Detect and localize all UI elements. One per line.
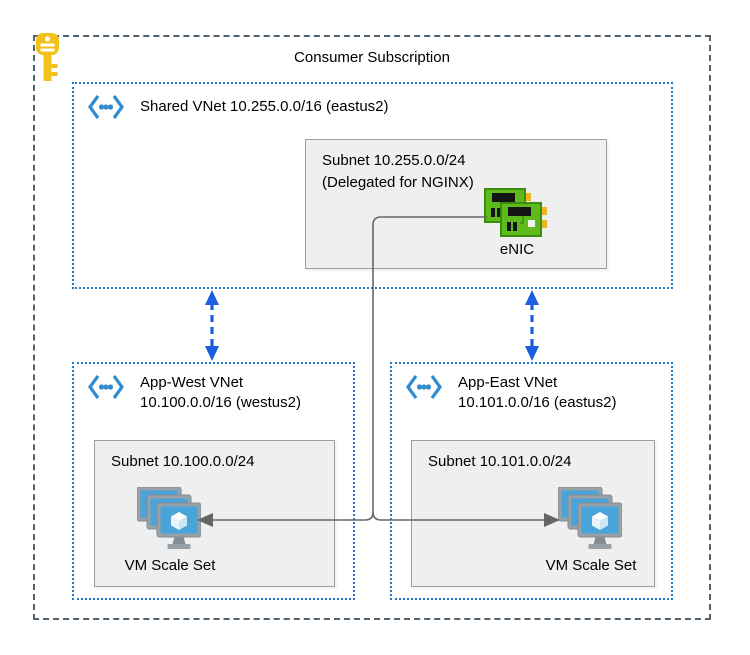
shared-vnet-label: Shared VNet 10.255.0.0/16 (eastus2) [140,98,389,115]
enic-label: eNIC [499,241,535,258]
nginx-subnet-label-line1: Subnet 10.255.0.0/24 [322,152,466,169]
vm-scale-set-label: VM Scale Set [545,557,637,574]
nginx-subnet-label: Subnet 10.255.0.0/24 (Delegated for NGIN… [322,150,474,194]
app-west-vnet-box: App-West VNet 10.100.0.0/16 (westus2) Su… [72,362,355,600]
nginx-subnet-label-line2: (Delegated for NGINX) [322,174,474,191]
vm-scale-set-icon [137,487,201,549]
app-east-vnet-label: App-East VNet 10.101.0.0/16 (eastus2) [458,373,616,413]
app-east-subnet-label: Subnet 10.101.0.0/24 [428,453,572,470]
app-west-vnet-label-line2: 10.100.0.0/16 (westus2) [140,394,301,411]
vnet-icon [88,95,124,119]
app-west-vnet-label-line1: App-West VNet [140,374,244,391]
nginx-subnet-box: Subnet 10.255.0.0/24 (Delegated for NGIN… [305,139,607,269]
app-west-subnet-label: Subnet 10.100.0.0/24 [111,453,255,470]
app-west-subnet-box: Subnet 10.100.0.0/24 [94,440,335,587]
vm-scale-set-label: VM Scale Set [124,557,216,574]
nic-icon [484,188,547,237]
diagram-title: Consumer Subscription [294,49,450,66]
consumer-subscription-boundary [33,35,711,620]
app-east-vnet-box: App-East VNet 10.101.0.0/16 (eastus2) Su… [390,362,673,600]
app-west-vnet-label: App-West VNet 10.100.0.0/16 (westus2) [140,373,301,413]
key-icon [36,33,59,81]
app-east-subnet-box: Subnet 10.101.0.0/24 [411,440,655,587]
vm-scale-set-icon [558,487,622,549]
vnet-icon [88,375,124,399]
app-east-vnet-label-line1: App-East VNet [458,374,558,391]
shared-vnet-box: Shared VNet 10.255.0.0/16 (eastus2) Subn… [72,82,673,289]
app-east-vnet-label-line2: 10.101.0.0/16 (eastus2) [458,394,617,411]
vnet-icon [406,375,442,399]
